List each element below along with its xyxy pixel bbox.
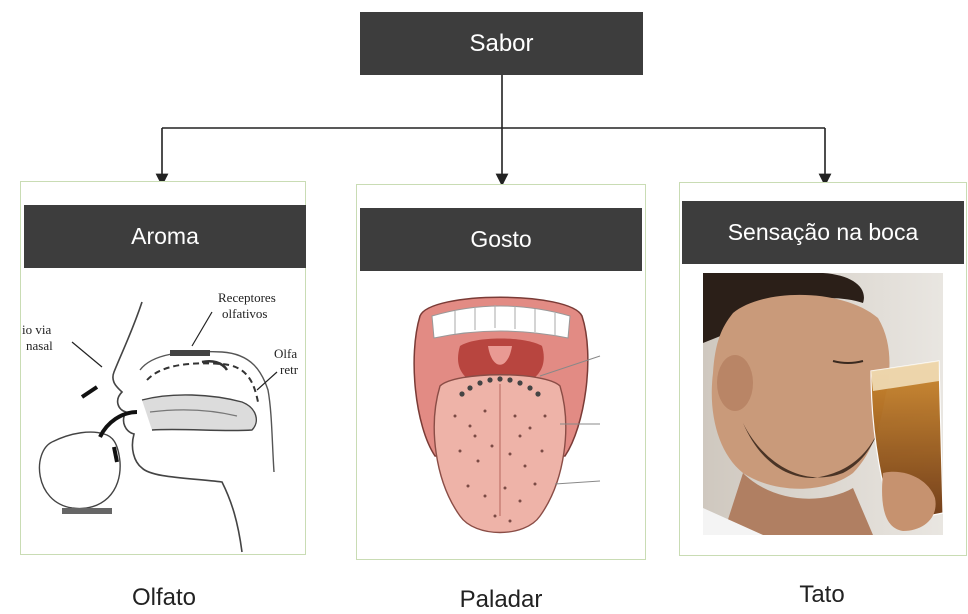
label-receptores-2: olfativos <box>222 306 268 321</box>
panel-header-aroma-label: Aroma <box>131 223 199 250</box>
nose-olfaction-illustration: Receptores olfativos io via nasal Olfa r… <box>22 272 306 554</box>
label-nasal-2: nasal <box>26 338 53 353</box>
panel-header-sensacao-label: Sensação na boca <box>728 219 919 246</box>
panel-header-aroma: Aroma <box>24 205 306 268</box>
man-drinking-photo <box>703 273 943 535</box>
panel-header-gosto-label: Gosto <box>470 226 531 253</box>
label-olfa: Olfa <box>274 346 297 361</box>
label-receptores-1: Receptores <box>218 290 276 305</box>
root-label: Sabor <box>469 30 533 58</box>
caption-paladar: Paladar <box>381 586 621 614</box>
root-node-sabor: Sabor <box>360 12 643 75</box>
caption-tato: Tato <box>702 581 942 609</box>
panel-header-gosto: Gosto <box>360 208 642 271</box>
panel-header-sensacao: Sensação na boca <box>682 201 964 264</box>
tongue-illustration <box>360 276 642 558</box>
caption-olfato: Olfato <box>44 584 284 612</box>
label-nasal-1: io via <box>22 322 51 337</box>
label-retr: retr <box>280 362 299 377</box>
